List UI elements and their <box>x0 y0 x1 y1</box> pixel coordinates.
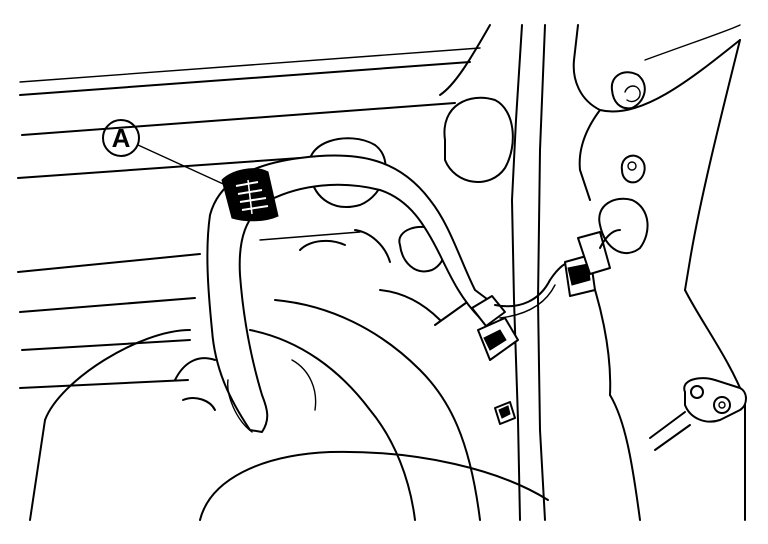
harness-clip-icon <box>221 168 279 222</box>
small-clip-icon <box>494 401 516 425</box>
panel-holes <box>307 71 649 273</box>
connector-icon <box>471 260 581 361</box>
door-panel-lines <box>17 47 481 389</box>
hinge-bracket-icon <box>649 377 747 451</box>
pillar-connector-icon <box>564 229 621 297</box>
callout-a: A <box>102 119 233 189</box>
callout-a-label: A <box>112 123 131 153</box>
inner-trim <box>29 229 549 521</box>
